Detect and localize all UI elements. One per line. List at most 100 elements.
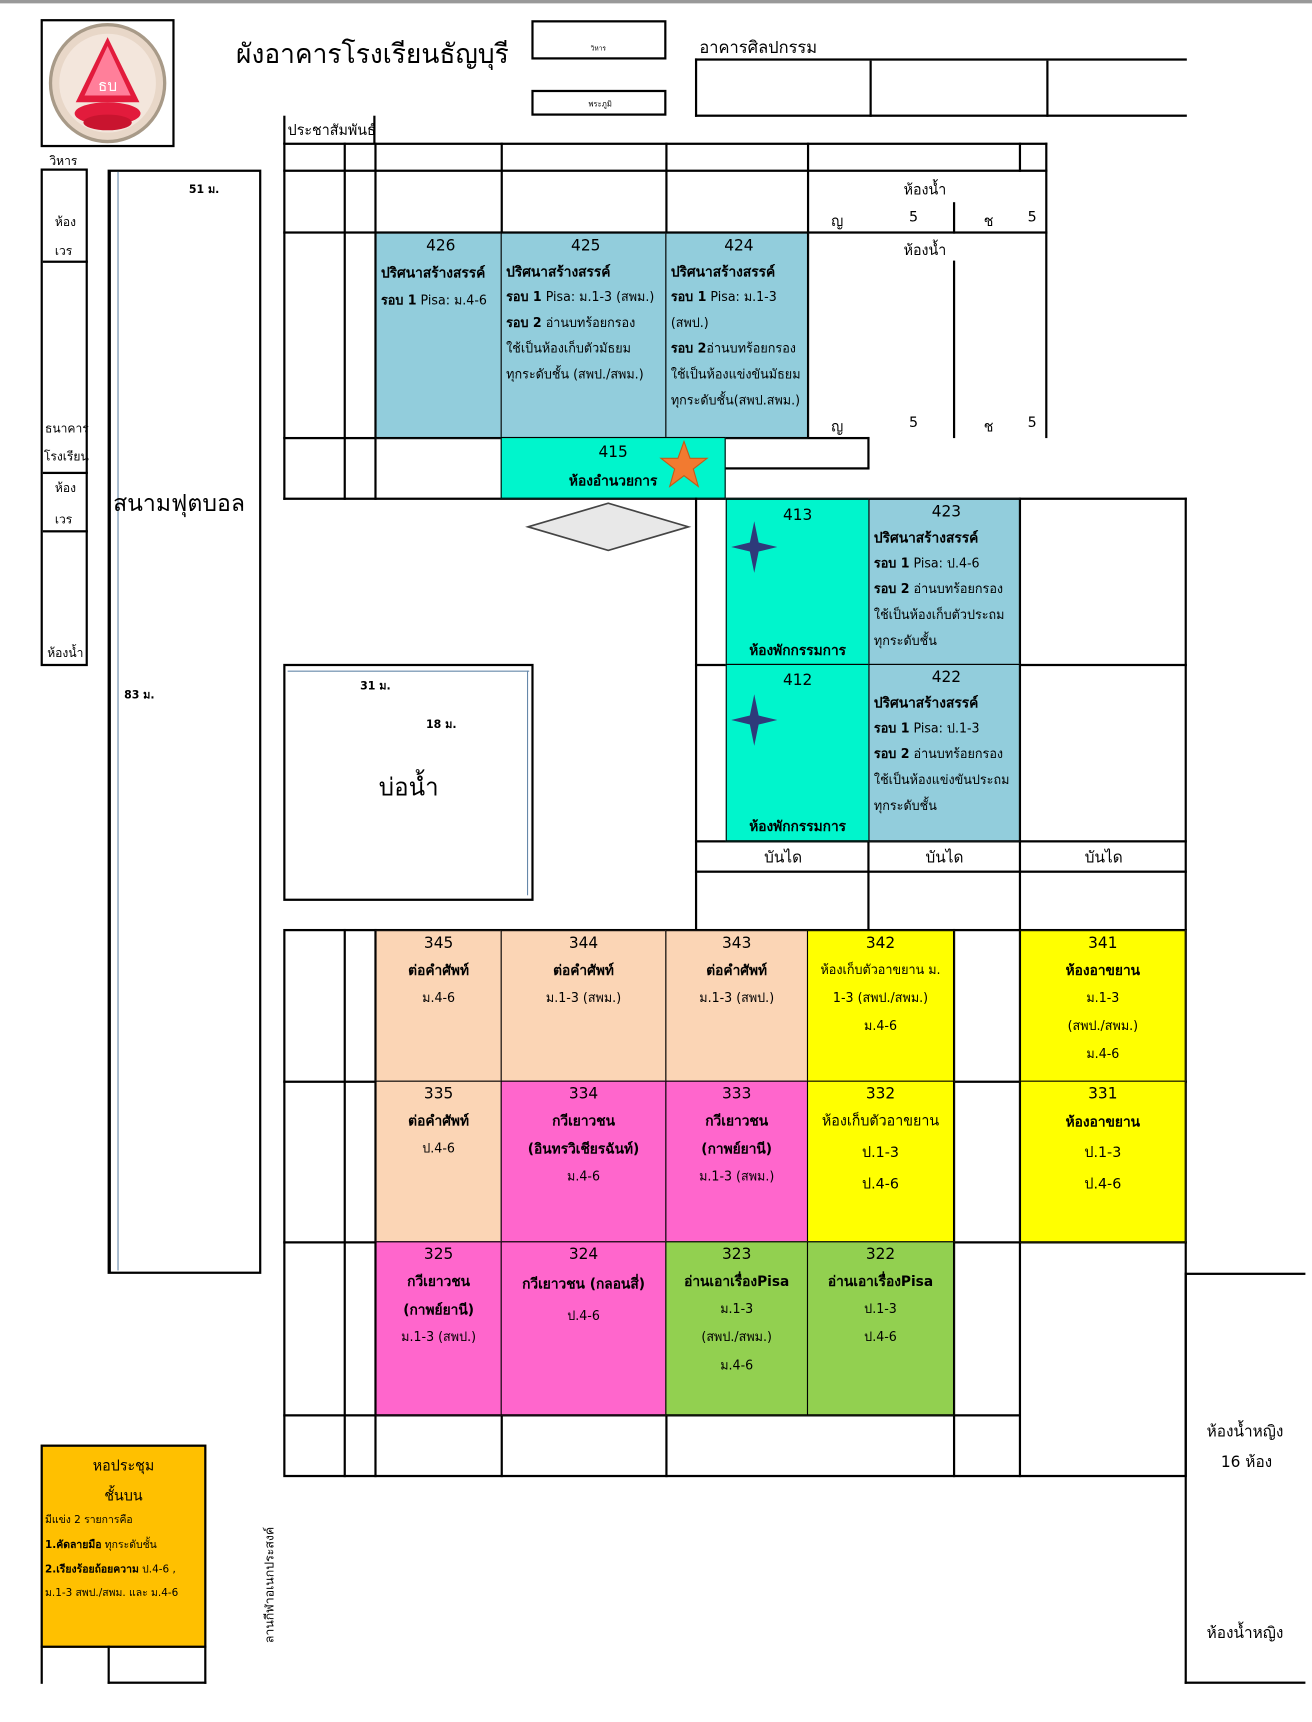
guard-room-2-b: เวร — [54, 512, 73, 527]
auditorium-title: หอประชุม — [92, 1458, 155, 1475]
room-425-line4: ทุกระดับชั้น (สพป./สพม.) — [506, 366, 644, 382]
room-343[interactable]: 343 ต่อคำศัพท์ ม.1-3 (สพป.) — [665, 930, 809, 1082]
room-345[interactable]: 345 ต่อคำศัพท์ ม.4-6 — [375, 930, 502, 1082]
logo-emblem: ธบ — [48, 23, 167, 144]
room-332[interactable]: 332 ห้องเก็บตัวอาขยาน ป.1-3 ป.4-6 — [806, 1080, 955, 1243]
room-335-line1: ป.4-6 — [422, 1140, 455, 1156]
room-325-title2: (กาพย์ยานี) — [403, 1300, 475, 1318]
auditorium-annex — [107, 1645, 207, 1684]
room-424-line1c: (สพป.) — [670, 314, 709, 331]
room-334[interactable]: 334 กวีเยาวชน (อินทรวิเชียรฉันท์) ม.4-6 — [500, 1080, 667, 1243]
four-point-star-icon — [731, 694, 778, 746]
room-425-line2: อ่านบทร้อยกรอง — [541, 314, 636, 331]
room-343-line1: ม.1-3 (สพป.) — [699, 989, 775, 1006]
room-423-line4: ทุกระดับชั้น — [873, 632, 937, 649]
room-423[interactable]: 423 ปริศนาสร้างสรรค์ รอบ 1 Pisa: ป.4-6 ร… — [868, 498, 1020, 665]
multipurpose-court-label: ลานกีฬาอเนกประสงค์ — [262, 1526, 277, 1644]
pond-label: บ่อน้ำ — [378, 773, 439, 803]
room-412-num: 412 — [782, 671, 813, 690]
room-322-line2: ป.4-6 — [864, 1328, 897, 1345]
room-413[interactable]: 413 ห้องพักกรรมการ — [725, 498, 870, 665]
room-341-line3: ม.4-6 — [1086, 1045, 1120, 1062]
room-424-round2: รอบ 2 — [670, 340, 707, 357]
guard-room-2-a: ห้อง — [54, 480, 77, 496]
room-423-round2: รอบ 2 — [873, 580, 910, 597]
room-332-num: 332 — [865, 1085, 896, 1104]
room-423-round1: รอบ 1 — [873, 554, 910, 571]
room-324-num: 324 — [568, 1245, 599, 1264]
room-413-num: 413 — [782, 506, 813, 525]
room-342-line2: 1-3 (สพป./สพม.) — [832, 989, 929, 1006]
room-342[interactable]: 342 ห้องเก็บตัวอาขยาน ม. 1-3 (สพป./สพม.)… — [806, 930, 955, 1082]
room-325-title: กวีเยาวชน — [407, 1272, 471, 1290]
room-324[interactable]: 324 กวีเยาวชน (กลอนสี่) ป.4-6 — [500, 1241, 667, 1416]
room-325-line1: ม.1-3 (สพป.) — [401, 1328, 477, 1345]
room-325[interactable]: 325 กวีเยาวชน (กาพย์ยานี) ม.1-3 (สพป.) — [375, 1241, 502, 1416]
room-424[interactable]: 424 ปริศนาสร้างสรรค์ รอบ 1 Pisa: ม.1-3 (… — [665, 232, 809, 439]
room-333-line1: ม.1-3 (สพม.) — [699, 1168, 775, 1184]
room-334-line1: ม.4-6 — [567, 1168, 601, 1184]
room-422[interactable]: 422 ปริศนาสร้างสรรค์ รอบ 1 Pisa: ป.1-3 ร… — [868, 663, 1020, 842]
restroom-f-2: ญ — [831, 418, 844, 436]
room-343-num: 343 — [722, 934, 752, 953]
art-building-label: อาคารศิลปกรรม — [699, 37, 818, 58]
room-323[interactable]: 323 อ่านเอาเรื่องPisa ม.1-3 (สพป./สพม.) … — [665, 1241, 809, 1416]
room-333[interactable]: 333 กวีเยาวชน (กาพย์ยานี) ม.1-3 (สพม.) — [665, 1080, 809, 1243]
school-logo: ธบ — [40, 19, 175, 148]
room-322[interactable]: 322 อ่านเอาเรื่องPisa ป.1-3 ป.4-6 — [806, 1241, 955, 1416]
room-341-line2: (สพป./สพม.) — [1067, 1017, 1139, 1034]
restroom-top-1: ห้องน้ำ — [903, 181, 947, 199]
room-332-line3: ป.4-6 — [862, 1176, 899, 1193]
room-424-line1: Pisa: ม.1-3 — [706, 288, 777, 305]
room-426[interactable]: 426 ปริศนาสร้างสรรค์ รอบ 1 Pisa: ม.4-6 — [375, 232, 502, 439]
room-422-line2: อ่านบทร้อยกรอง — [909, 745, 1004, 762]
stairs-3: บันได — [1084, 849, 1123, 868]
room-425-line1: Pisa: ม.1-3 (สพม.) — [541, 288, 655, 305]
room-425[interactable]: 425 ปริศนาสร้างสรรค์ รอบ 1 Pisa: ม.1-3 (… — [500, 232, 667, 439]
room-422-round2: รอบ 2 — [873, 745, 910, 762]
restroom-n-4: 5 — [1027, 414, 1037, 432]
room-322-line1: ป.1-3 — [864, 1300, 897, 1317]
room-325-num: 325 — [423, 1245, 454, 1264]
room-422-round1: รอบ 1 — [873, 720, 910, 736]
room-344[interactable]: 344 ต่อคำศัพท์ ม.1-3 (สพม.) — [500, 930, 667, 1082]
art-building — [694, 58, 1187, 117]
room-415[interactable]: 415 ห้องอำนวยการ — [500, 436, 726, 499]
restroom-n-1: 5 — [909, 208, 919, 226]
room-334-num: 334 — [568, 1085, 599, 1104]
room-423-num: 423 — [931, 503, 962, 522]
room-415-num: 415 — [598, 443, 628, 462]
room-323-line3: ม.4-6 — [720, 1356, 754, 1373]
pr-label: ประชาสัมพันธ์ — [287, 122, 376, 140]
room-342-num: 342 — [865, 934, 896, 953]
room-423-line2: อ่านบทร้อยกรอง — [909, 580, 1004, 597]
room-345-title: ต่อคำศัพท์ — [408, 961, 470, 979]
room-331[interactable]: 331 ห้องอาขยาน ป.1-3 ป.4-6 — [1019, 1080, 1186, 1243]
room-412[interactable]: 412 ห้องพักกรรมการ — [725, 663, 870, 842]
auditorium-line4: ม.1-3 สพป./สพม. และ ม.4-6 — [45, 1587, 179, 1600]
restroom-m-1: ช — [983, 213, 994, 231]
room-424-round1: รอบ 1 — [670, 288, 707, 305]
room-422-line1: Pisa: ป.1-3 — [909, 720, 980, 736]
room-341[interactable]: 341 ห้องอาขยาน ม.1-3 (สพป./สพม.) ม.4-6 — [1019, 930, 1186, 1082]
left-restroom-label: ห้องน้ำ — [47, 645, 84, 661]
room-345-num: 345 — [423, 934, 454, 953]
room-323-line2: (สพป./สพม.) — [701, 1328, 772, 1345]
auditorium-line1: มีแข่ง 2 รายการคือ — [45, 1514, 133, 1527]
four-point-star-icon — [731, 521, 778, 573]
restroom-n-2: 5 — [1027, 208, 1037, 226]
auditorium[interactable]: หอประชุม ชั้นบน มีแข่ง 2 รายการคือ 1.คัด… — [40, 1444, 207, 1648]
logo-text: ธบ — [98, 77, 117, 95]
wihan-label: วิหาร — [49, 153, 78, 169]
room-335[interactable]: 335 ต่อคำศัพท์ ป.4-6 — [375, 1080, 502, 1243]
pond — [283, 663, 534, 901]
room-341-num: 341 — [1088, 934, 1118, 953]
room-332-line2: ป.1-3 — [862, 1144, 899, 1162]
room-334-title2: (อินทรวิเชียรฉันท์) — [527, 1140, 640, 1157]
pr-box — [283, 115, 376, 144]
field-height: 83 ม. — [124, 689, 155, 703]
auditorium-line2: ทุกระดับชั้น — [101, 1538, 157, 1552]
pond-width: 31 ม. — [360, 680, 391, 694]
room-423-line1: Pisa: ป.4-6 — [909, 554, 980, 571]
room-424-line2: อ่านบทร้อยกรอง — [706, 340, 796, 357]
